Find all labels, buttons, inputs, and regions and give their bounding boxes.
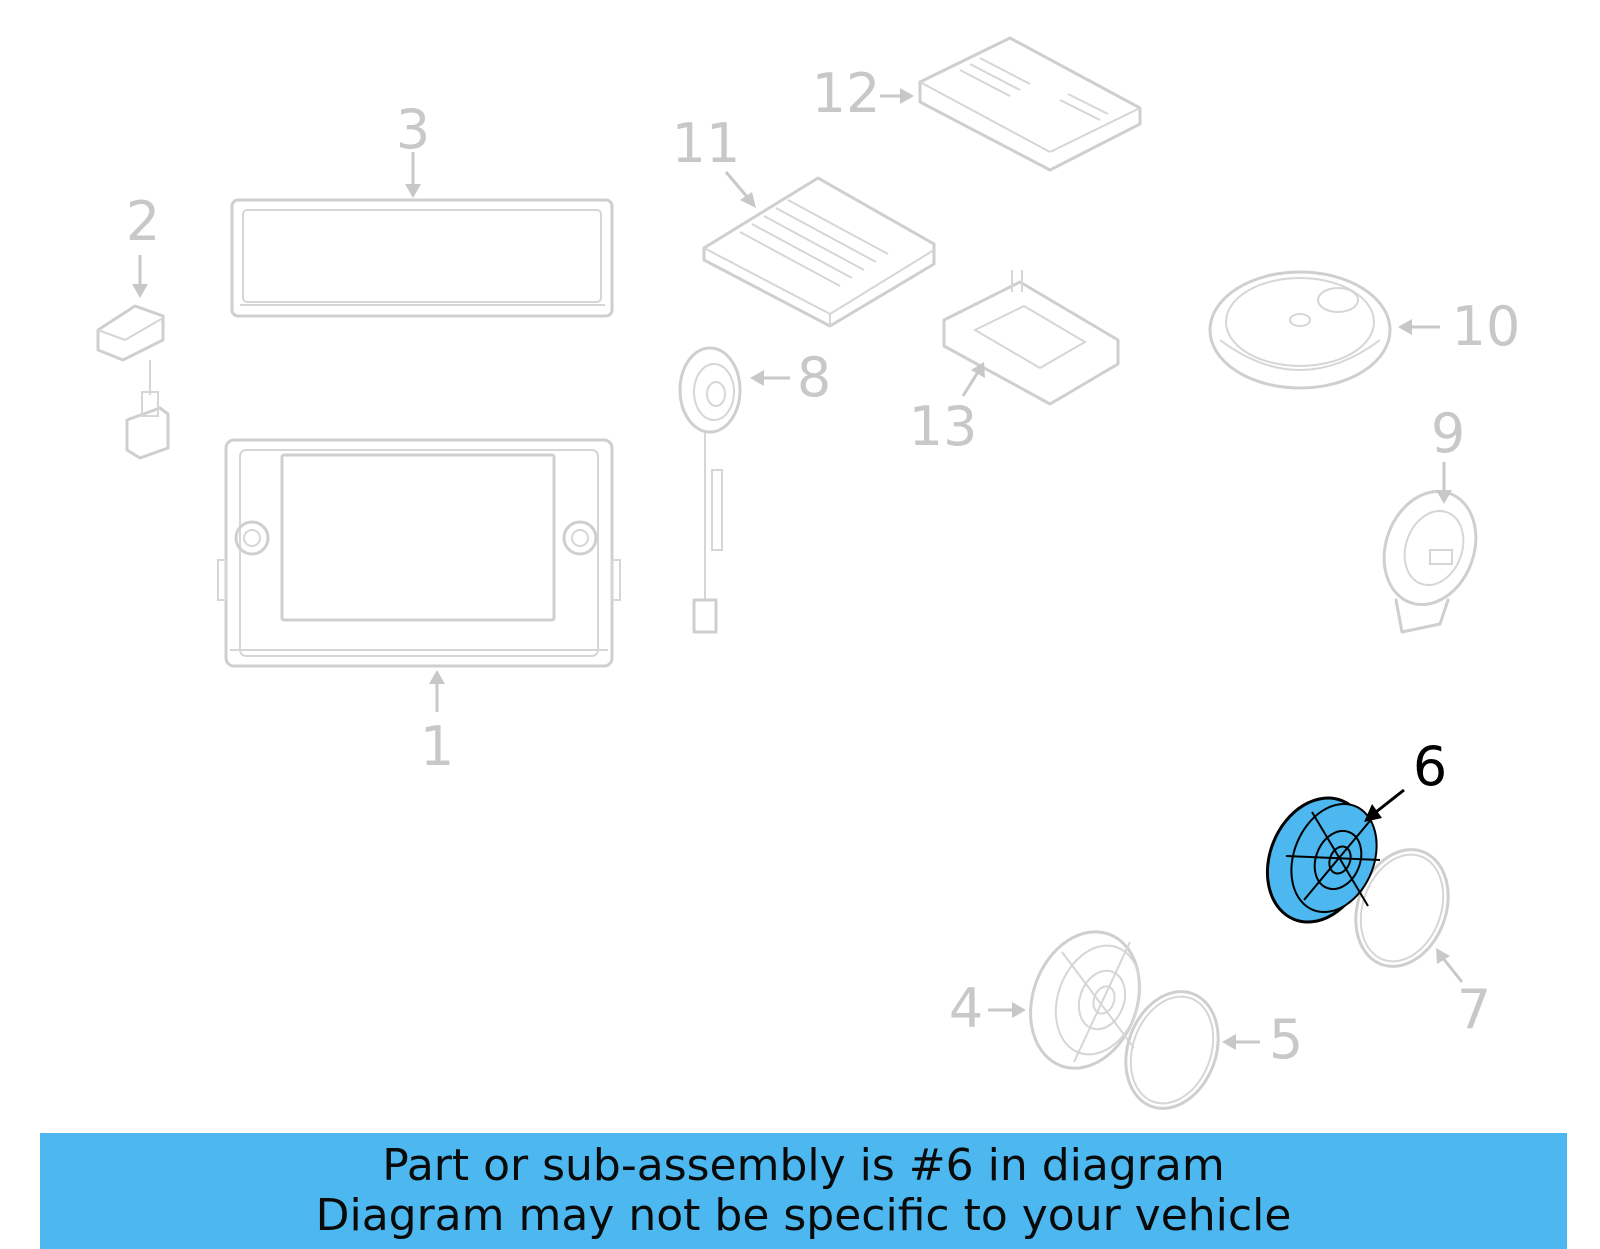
banner-line-2: Diagram may not be specific to your vehi…: [315, 1190, 1292, 1241]
label-6: 6: [1413, 735, 1447, 798]
arrow-11: [724, 171, 750, 199]
part-6-drawing: [1265, 796, 1381, 924]
label-4: 4: [949, 977, 983, 1040]
label-1: 1: [420, 715, 454, 778]
arrow-6-head: [1364, 804, 1382, 822]
label-13: 13: [909, 395, 978, 458]
part-10-drawing: [1208, 270, 1392, 390]
part-11-drawing: [702, 176, 936, 328]
label-2: 2: [126, 190, 160, 253]
info-banner: Part or sub-assembly is #6 in diagram Di…: [40, 1133, 1567, 1249]
arrow-6: [1375, 788, 1405, 814]
part-1-drawing: [217, 438, 621, 668]
arrow-10-head: [1398, 319, 1412, 335]
arrow-5-head: [1222, 1034, 1236, 1050]
arrow-4-head: [1012, 1002, 1026, 1018]
part-4-drawing: [1029, 930, 1142, 1070]
arrow-7-head: [1436, 948, 1450, 964]
label-12: 12: [812, 62, 881, 125]
part-2-drawing: [96, 304, 170, 460]
arrow-11-head: [740, 192, 756, 208]
label-5: 5: [1269, 1008, 1303, 1071]
part-3-drawing: [230, 198, 614, 318]
part-5-drawing: [1124, 990, 1220, 1110]
arrow-8-head: [750, 370, 764, 386]
label-8: 8: [797, 346, 831, 409]
arrow-13-head: [971, 362, 985, 378]
arrow-1-head: [429, 670, 445, 684]
arrow-7: [1441, 957, 1464, 983]
part-13-drawing: [942, 270, 1120, 406]
label-7: 7: [1457, 978, 1491, 1041]
arrow-13: [961, 371, 980, 397]
arrow-9-head: [1436, 490, 1452, 504]
label-3: 3: [396, 98, 430, 161]
part-9-drawing: [1382, 489, 1478, 634]
part-8-drawing: [678, 346, 742, 634]
label-10: 10: [1452, 295, 1521, 358]
arrow-3-head: [405, 184, 421, 198]
arrow-12-head: [900, 88, 914, 104]
part-12-drawing: [918, 36, 1142, 172]
label-11: 11: [672, 112, 741, 175]
banner-line-1: Part or sub-assembly is #6 in diagram: [382, 1140, 1225, 1191]
label-9: 9: [1431, 402, 1465, 465]
arrow-2-head: [132, 284, 148, 298]
